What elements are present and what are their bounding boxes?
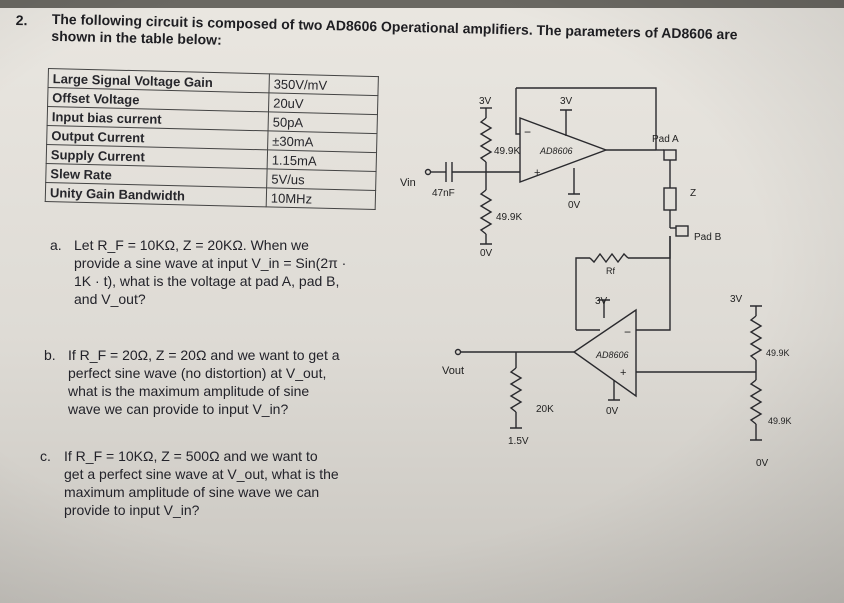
op2-label: AD8606 (595, 350, 629, 360)
part-letter: a. (50, 237, 62, 253)
label-gnd-op2: 0V (606, 406, 619, 417)
label-pad-b: Pad B (694, 232, 722, 243)
label-rf: Rf (606, 266, 615, 276)
label-r-bot: 49.9K (496, 212, 522, 223)
label-gnd-left: 0V (480, 248, 493, 259)
label-supply-left: 3V (479, 96, 492, 107)
label-r-right-bot: 49.9K (768, 416, 792, 426)
label-r-right-top: 49.9K (766, 348, 790, 358)
label-supply-op2: 3V (595, 296, 608, 307)
part-line: wave we can provide to input V_in? (68, 401, 289, 417)
label-r-top: 49.9K (494, 146, 520, 157)
part-letter: b. (44, 347, 56, 363)
part-line: 1K · t), what is the voltage at pad A, p… (74, 273, 340, 289)
part-line: and V_out? (74, 291, 146, 307)
op2-plus: + (620, 367, 626, 379)
label-gnd-op1: 0V (568, 200, 581, 211)
label-z: Z (690, 188, 696, 199)
label-r-20k: 20K (536, 404, 554, 415)
label-gnd-right: 0V (756, 458, 769, 469)
part-line: provide to input V_in? (64, 502, 200, 518)
label-supply-op1: 3V (560, 96, 573, 107)
part-line: provide a sine wave at input V_in = Sin(… (74, 255, 347, 271)
label-vin: Vin (400, 177, 416, 189)
part-line: If R_F = 10KΩ, Z = 500Ω and we want to (64, 448, 318, 464)
part-line: If R_F = 20Ω, Z = 20Ω and we want to get… (68, 347, 340, 363)
part-letter: c. (40, 448, 51, 464)
label-pad-a: Pad A (652, 134, 679, 145)
op2-minus: − (624, 325, 631, 339)
label-1-5v: 1.5V (508, 436, 529, 447)
paper-sheet (0, 8, 844, 603)
part-line: Let R_F = 10KΩ, Z = 20KΩ. When we (74, 237, 309, 253)
part-line: perfect sine wave (no distortion) at V_o… (68, 365, 327, 381)
part-line: get a perfect sine wave at V_out, what i… (64, 466, 339, 482)
label-vout: Vout (442, 365, 464, 377)
part-line: what is the maximum amplitude of sine (68, 383, 310, 399)
op1-minus: − (524, 125, 531, 139)
label-cap: 47nF (432, 188, 455, 199)
op1-plus: + (534, 167, 540, 179)
label-supply-right: 3V (730, 294, 743, 305)
part-line: maximum amplitude of sine wave we can (64, 484, 320, 500)
op1-label: AD8606 (539, 146, 573, 156)
